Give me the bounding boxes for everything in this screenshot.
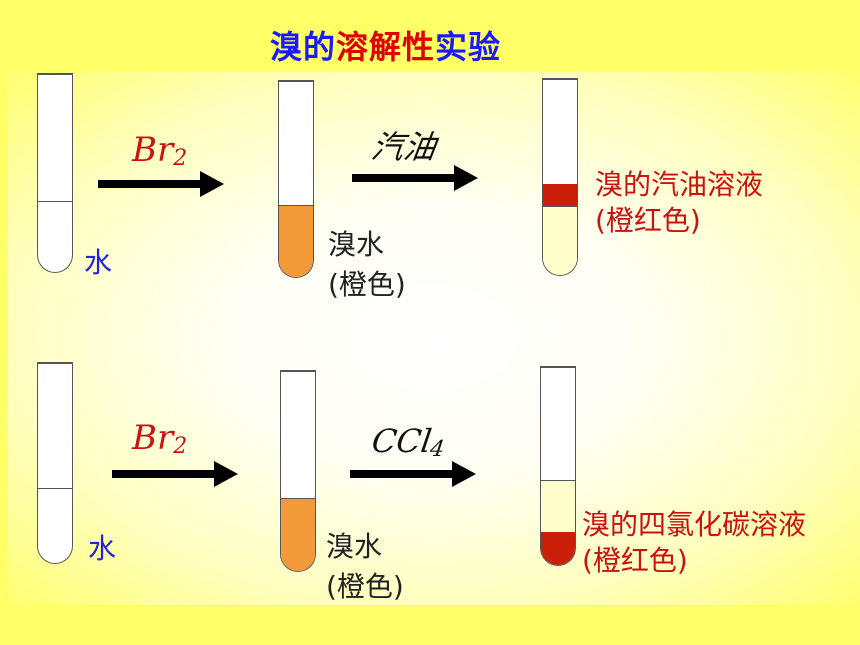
bromine-water-label-1: 溴水 (橙色)	[328, 228, 406, 302]
pale-layer	[543, 206, 577, 275]
title-part-2: 溶解性	[336, 28, 436, 66]
title-part-1: 溴的	[270, 28, 337, 66]
water-label-1: 水	[84, 246, 113, 279]
ccl4-solution-color: (橙红色)	[582, 544, 688, 577]
test-tube-bromine-water-1	[278, 80, 314, 278]
reagent-br2-main-2: Br	[132, 418, 174, 458]
orange-layer	[279, 205, 313, 277]
bromine-water-color-2: (橙色)	[326, 570, 404, 603]
water-level-line-2	[38, 488, 72, 489]
gasoline-solution-name: 溴的汽油溶液	[595, 168, 764, 201]
arrow-1a	[98, 171, 224, 197]
reagent-br2-sub-2: 2	[173, 434, 188, 459]
ccl4-solution-label: 溴的四氯化碳溶液 (橙红色)	[582, 508, 806, 578]
arrow-2b	[350, 461, 476, 487]
water-level-line	[38, 201, 72, 202]
reagent-br2-2: Br2	[132, 418, 187, 459]
reagent-gasoline: 汽油	[369, 128, 439, 166]
reagent-ccl4-main: CCl	[369, 422, 435, 460]
gasoline-solution-label: 溴的汽油溶液 (橙红色)	[595, 168, 763, 238]
page-title: 溴的溶解性实验	[270, 22, 501, 66]
test-tube-gasoline-1	[542, 78, 578, 276]
test-tube-ccl4	[540, 366, 576, 566]
bromine-water-label-2: 溴水 (橙色)	[326, 530, 404, 604]
arrow-1b	[352, 165, 478, 191]
reagent-br2-1: Br2	[132, 130, 187, 171]
bromine-water-color: (橙色)	[328, 268, 406, 301]
red-layer	[543, 184, 577, 206]
gasoline-solution-color: (橙红色)	[595, 204, 701, 237]
red-layer-2	[541, 532, 575, 565]
test-tube-water-1	[37, 73, 73, 273]
water-label-2: 水	[88, 532, 117, 565]
diagram-panel	[8, 72, 860, 605]
test-tube-bromine-water-2	[280, 370, 316, 572]
reagent-br2-main: Br	[132, 130, 174, 170]
pale-layer-2	[541, 480, 575, 532]
test-tube-water-2	[37, 362, 73, 564]
reagent-ccl4: CCl4	[369, 422, 448, 462]
bromine-water-name-2: 溴水	[326, 530, 383, 563]
orange-layer-2	[281, 498, 315, 571]
reagent-br2-sub: 2	[173, 146, 188, 171]
arrow-2a	[112, 461, 238, 487]
title-part-3: 实验	[435, 28, 502, 66]
ccl4-solution-name: 溴的四氯化碳溶液	[582, 508, 807, 541]
bromine-water-name: 溴水	[328, 228, 385, 261]
